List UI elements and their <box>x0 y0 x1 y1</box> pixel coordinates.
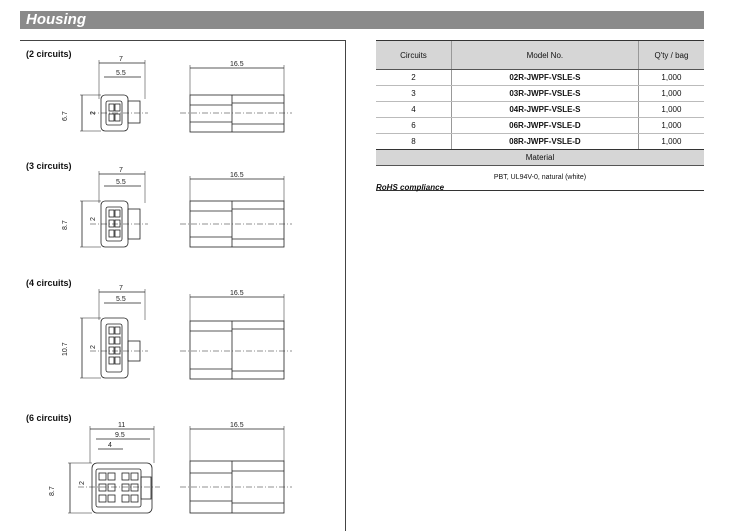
cell-circuits: 2 <box>376 69 452 86</box>
drawing-panel: (2 circuits) (3 circuits) (4 circuits) (… <box>20 40 346 531</box>
material-value: PBT, UL94V-0, natural (white) <box>376 166 704 191</box>
dim-height-4: 10.7 <box>62 342 69 356</box>
dim-height-2: 6.7 <box>62 111 69 121</box>
cell-circuits: 8 <box>376 133 452 150</box>
dim-pitch-4: 2 <box>90 345 97 349</box>
technical-drawings: 7 5.5 6.7 2 16.5 <box>49 56 292 514</box>
cell-model: 03R-JWPF-VSLE-S <box>450 85 639 102</box>
drawing-4-circuits: 7 5.5 10.7 2 16.5 <box>62 285 292 380</box>
cell-qty: 1,000 <box>637 85 704 102</box>
cell-model: 04R-JWPF-VSLE-S <box>450 101 639 118</box>
dim-height-3: 8.7 <box>62 220 69 230</box>
cell-model: 02R-JWPF-VSLE-S <box>450 69 639 86</box>
cell-circuits: 3 <box>376 85 452 102</box>
dim-width-6: 11 <box>118 422 125 429</box>
material-heading: Material <box>376 150 704 166</box>
dim-inner-4: 5.5 <box>116 296 126 303</box>
cell-qty: 1,000 <box>637 133 704 150</box>
drawing-label-6: (6 circuits) <box>26 413 72 423</box>
drawing-label-2: (2 circuits) <box>26 49 72 59</box>
dim-pitch-6: 2 <box>79 481 86 485</box>
section-title-bar: Housing <box>20 11 704 29</box>
dim-length-6: 16.5 <box>230 422 244 429</box>
dim-width-4: 7 <box>119 285 123 292</box>
table-row: 4 04R-JWPF-VSLE-S 1,000 <box>376 101 704 118</box>
spec-table: Circuits Model No. Q'ty / bag 2 02R-JWPF… <box>376 40 704 150</box>
cell-circuits: 4 <box>376 101 452 118</box>
section-title: Housing <box>26 11 86 28</box>
drawing-3-circuits: 7 5.5 8.7 2 16.5 <box>62 167 292 248</box>
cell-circuits: 6 <box>376 117 452 134</box>
dim-width-2: 7 <box>119 56 123 63</box>
dim-height-6: 8.7 <box>49 486 56 496</box>
drawing-label-3: (3 circuits) <box>26 161 72 171</box>
table-row: 3 03R-JWPF-VSLE-S 1,000 <box>376 85 704 102</box>
dim-length-2: 16.5 <box>230 61 244 68</box>
dim-inner-3: 5.5 <box>116 179 126 186</box>
table-header-row: Circuits Model No. Q'ty / bag <box>376 40 704 70</box>
dim-inner2-6: 4 <box>108 442 112 449</box>
cell-model: 06R-JWPF-VSLE-D <box>450 117 639 134</box>
table-row: 6 06R-JWPF-VSLE-D 1,000 <box>376 117 704 134</box>
dim-pitch-3: 2 <box>90 217 97 221</box>
header-qty: Q'ty / bag <box>637 40 704 70</box>
dim-length-4: 16.5 <box>230 290 244 297</box>
dim-length-3: 16.5 <box>230 172 244 179</box>
drawing-label-4: (4 circuits) <box>26 278 72 288</box>
cell-qty: 1,000 <box>637 117 704 134</box>
cell-qty: 1,000 <box>637 69 704 86</box>
header-model: Model No. <box>450 40 639 70</box>
cell-qty: 1,000 <box>637 101 704 118</box>
header-circuits: Circuits <box>376 40 452 70</box>
drawing-6-circuits: 11 9.5 4 8.7 2 16.5 <box>49 422 292 514</box>
dim-inner-6: 9.5 <box>115 432 125 439</box>
table-row: 8 08R-JWPF-VSLE-D 1,000 <box>376 133 704 150</box>
cell-model: 08R-JWPF-VSLE-D <box>450 133 639 150</box>
dim-inner-2: 5.5 <box>116 70 126 77</box>
rohs-note: RoHS compliance <box>376 183 445 192</box>
spec-table-container: Circuits Model No. Q'ty / bag 2 02R-JWPF… <box>376 40 704 191</box>
drawing-2-circuits: 7 5.5 6.7 2 16.5 <box>62 56 292 133</box>
dim-width-3: 7 <box>119 167 123 174</box>
table-row: 2 02R-JWPF-VSLE-S 1,000 <box>376 69 704 86</box>
